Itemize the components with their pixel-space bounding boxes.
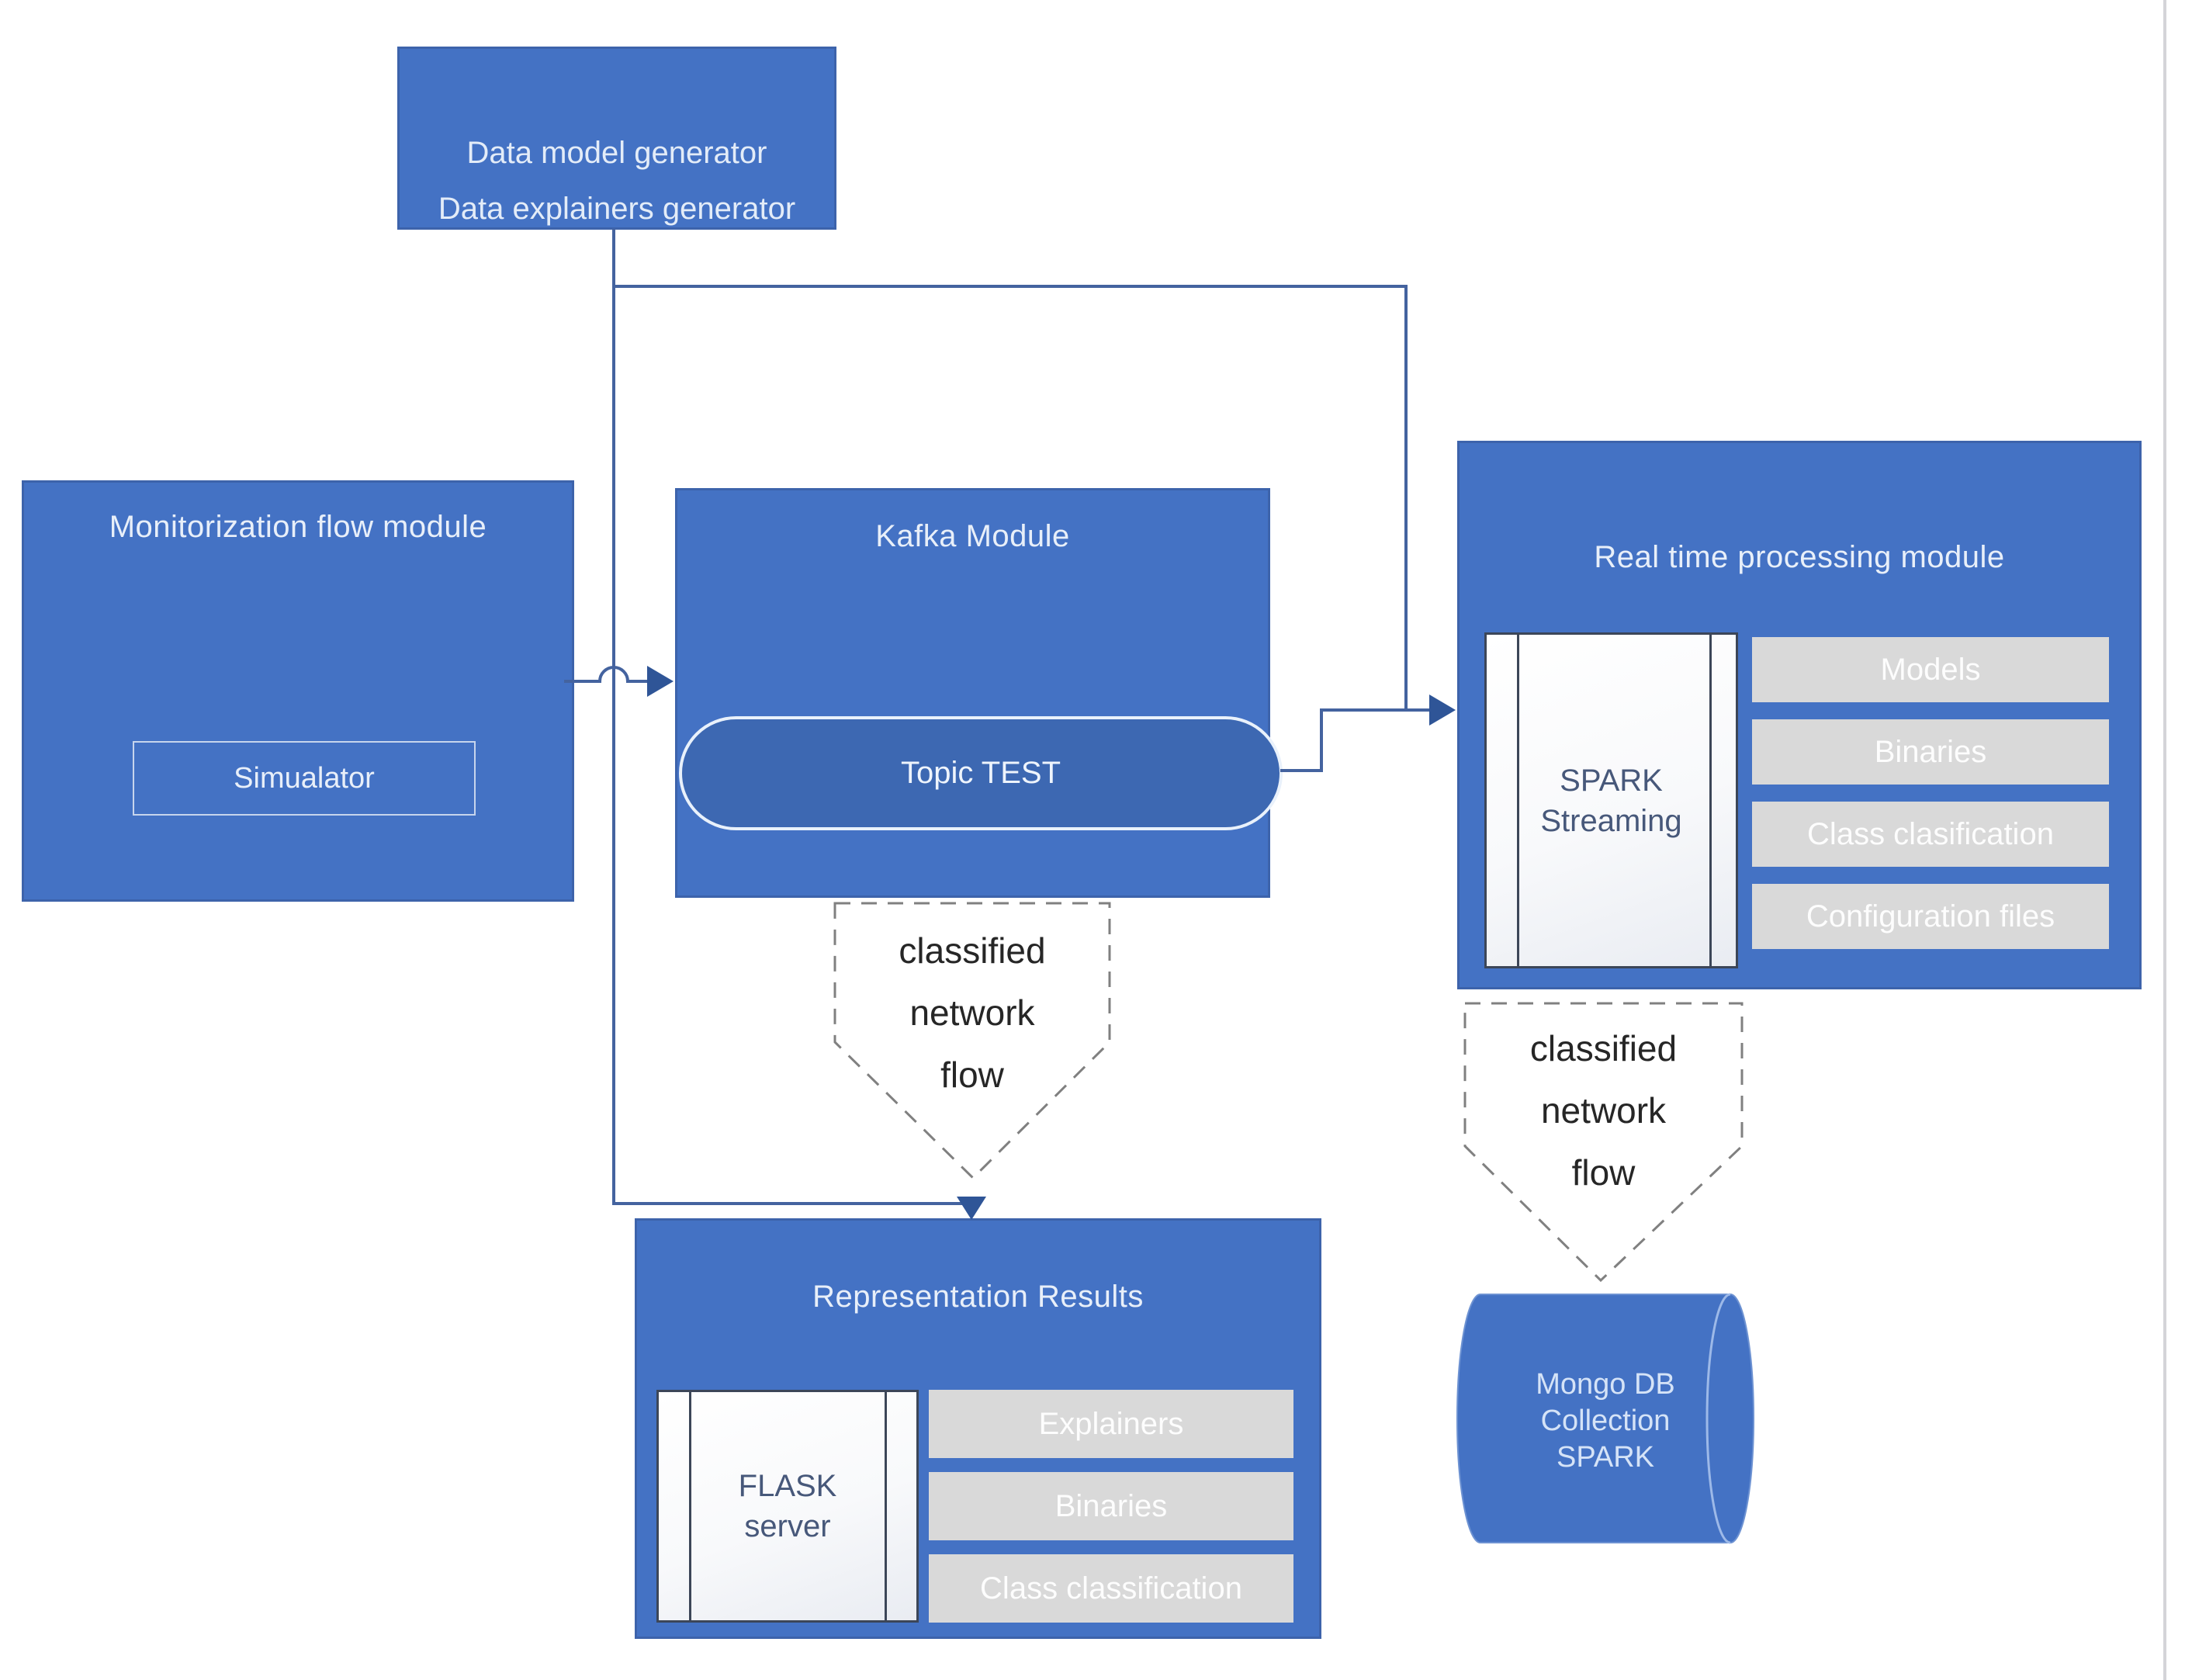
node-representation-results: Representation Results FLASK server Expl… [635,1218,1321,1639]
flask-server-label: FLASK server [738,1469,837,1543]
mongo-line-2: Collection [1540,1405,1671,1437]
arrowhead-into-realtime [1429,695,1456,726]
kafka-topic-pill: Topic TEST [679,716,1283,830]
representation-item-binaries: Binaries [929,1472,1293,1540]
node-monitorization-flow-module: Monitorization flow module Simualator [22,480,574,902]
spark-streaming-label: SPARK Streaming [1540,763,1682,838]
mongo-line-3: SPARK [1556,1441,1654,1474]
process-side-line [689,1392,691,1620]
realtime-title: Real time processing module [1594,540,2005,574]
representation-title: Representation Results [812,1280,1144,1314]
page-edge-line [2163,0,2166,1680]
annotation-line: flow [1571,1152,1636,1193]
process-side-line [1709,635,1712,966]
process-side-line [885,1392,887,1620]
simulator-box: Simualator [133,741,476,816]
representation-item-explainers: Explainers [929,1390,1293,1458]
annotation-line: classified [1529,1028,1678,1069]
process-side-line [1517,635,1519,966]
annotation-classified-flow-left: classified network flow [835,920,1110,1106]
connector-topic-to-realtime [1280,708,1429,772]
generator-line-2: Data explainers generator [438,192,796,226]
arrowhead-into-representation [957,1197,986,1220]
annotation-classified-flow-right: classified network flow [1465,1017,1742,1204]
realtime-item-class-clasification: Class clasification [1752,802,2109,867]
realtime-item-models: Models [1752,637,2109,702]
annotation-line: network [1540,1090,1667,1131]
spark-streaming-process: SPARK Streaming [1484,632,1738,968]
monitorization-title: Monitorization flow module [109,510,487,544]
arrowhead-into-kafka [647,666,674,697]
node-mongo-db-collection: Mongo DB Collection SPARK [1457,1367,1754,1476]
representation-item-class-classification: Class classification [929,1554,1293,1623]
representation-items: Explainers Binaries Class classification [929,1390,1293,1623]
annotation-line: classified [899,930,1046,971]
mongo-line-1: Mongo DB [1536,1368,1675,1401]
connector-monitorization-to-kafka [564,666,649,683]
node-kafka-module: Kafka Module Topic TEST [675,488,1283,898]
kafka-title: Kafka Module [875,519,1070,553]
realtime-items: Models Binaries Class clasification Conf… [1752,637,2109,949]
flask-server-process: FLASK server [656,1390,919,1623]
generator-line-1: Data model generator [466,136,767,170]
realtime-item-binaries: Binaries [1752,719,2109,785]
node-real-time-processing-module: Real time processing module SPARK Stream… [1457,441,2142,989]
annotation-line: flow [940,1055,1004,1095]
node-data-model-generator: Data model generator Data explainers gen… [397,47,836,230]
realtime-item-configuration-files: Configuration files [1752,884,2109,949]
annotation-line: network [909,992,1035,1033]
